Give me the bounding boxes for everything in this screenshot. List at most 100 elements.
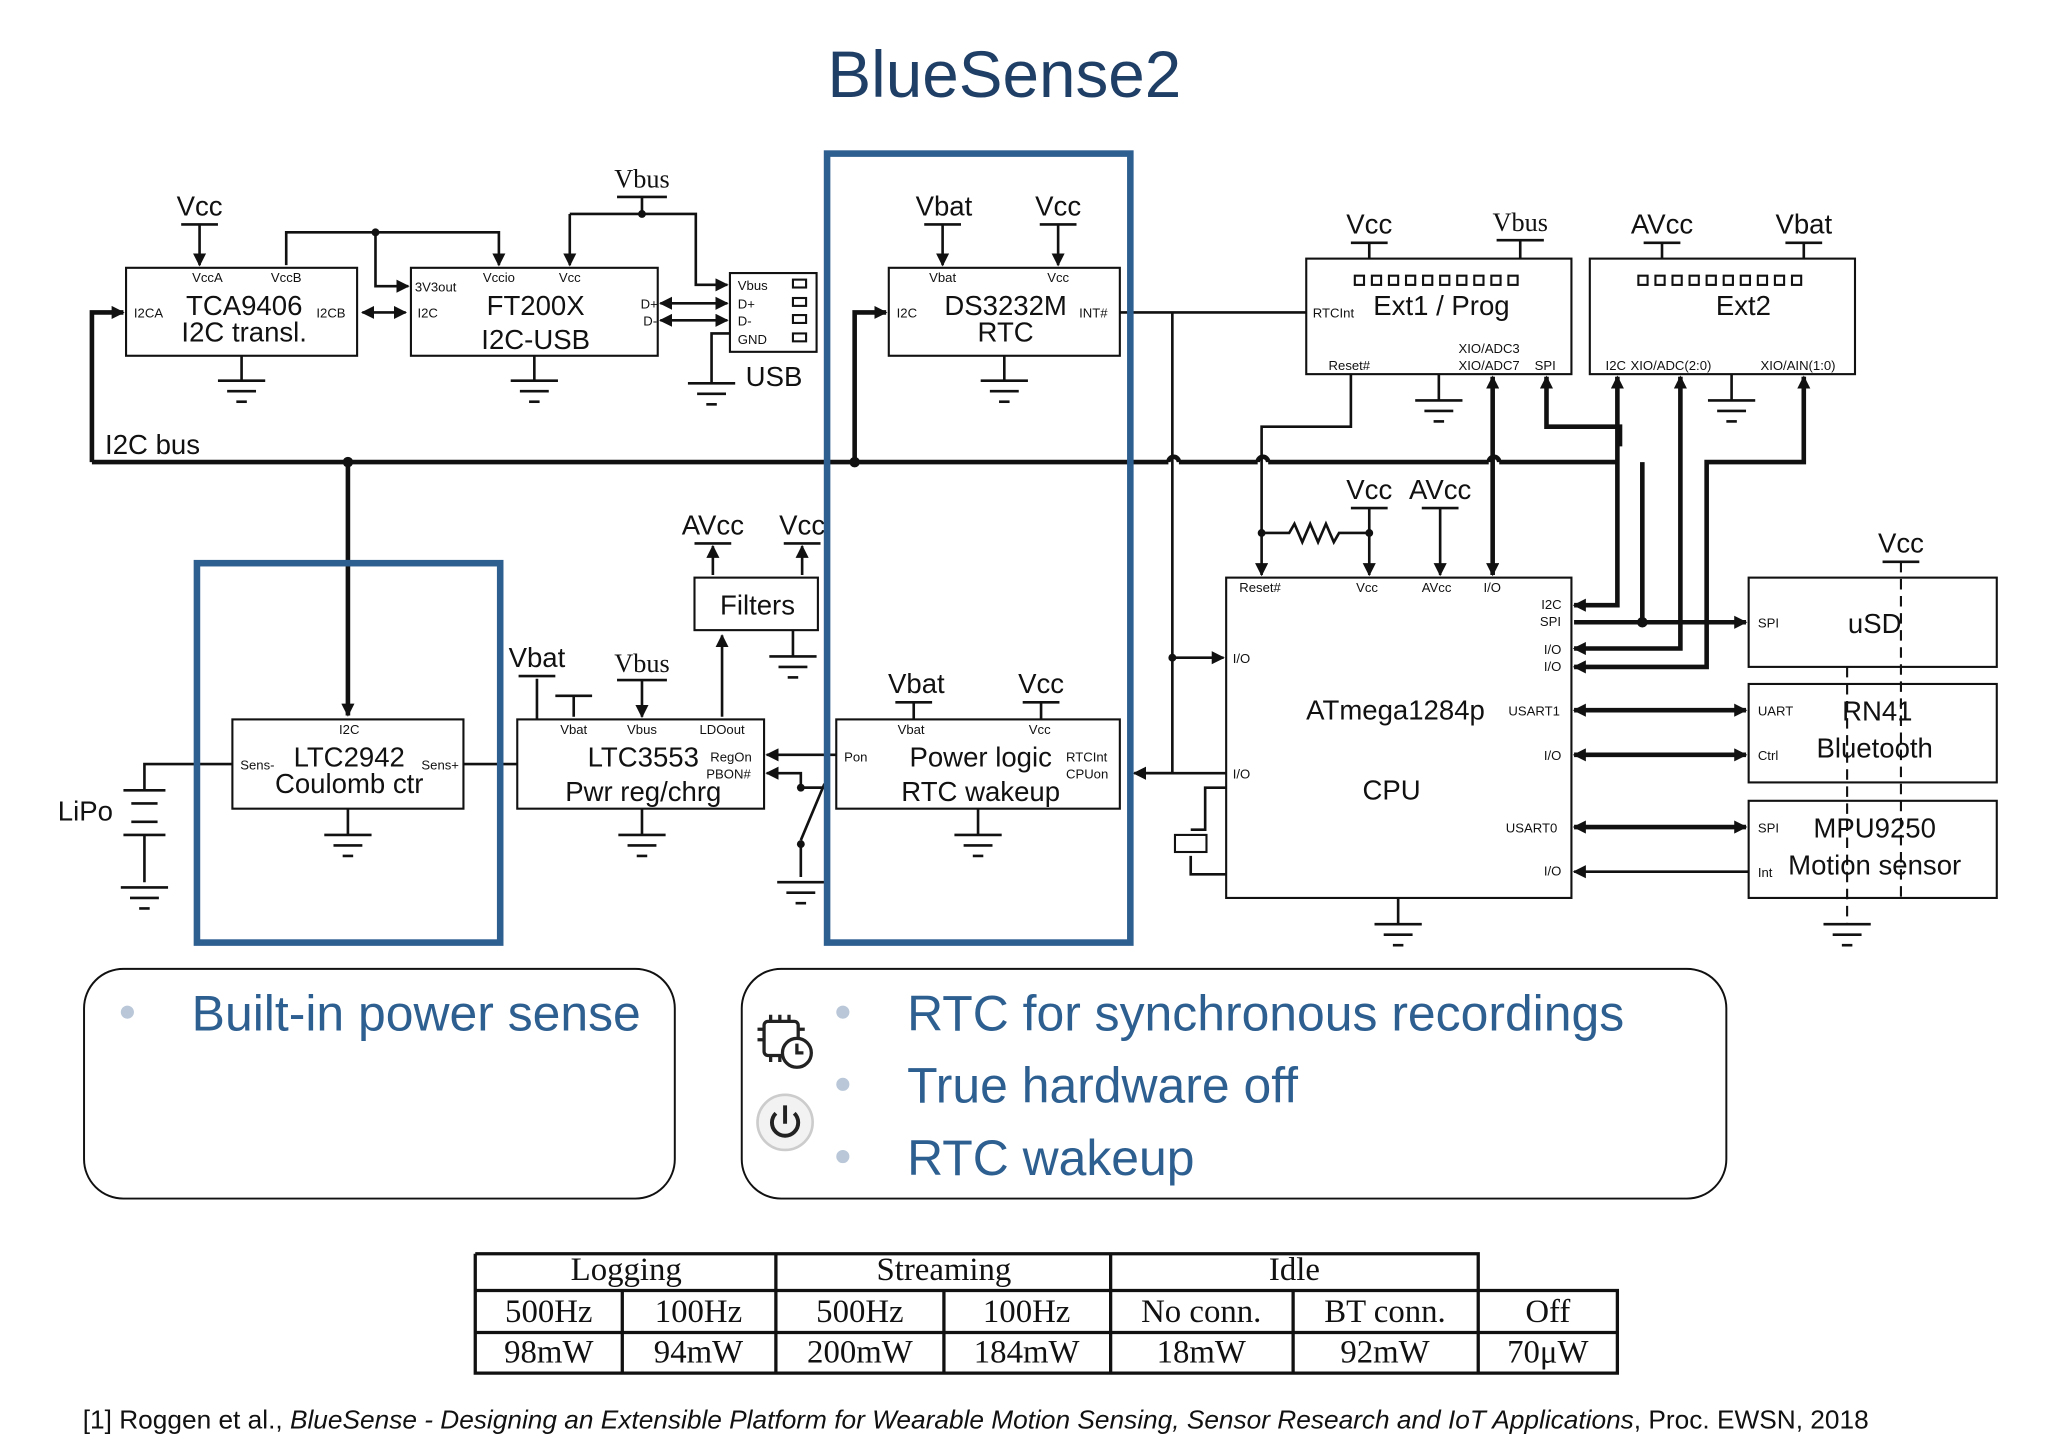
rails-vcc-label: Vcc xyxy=(1346,474,1392,505)
ltc3553-name-label: LTC3553 xyxy=(588,742,699,773)
table-cell-power: 98mW xyxy=(504,1335,593,1371)
ext1-p1-label: RTCInt xyxy=(1313,306,1355,321)
rails-vbus-label: Vbus xyxy=(614,649,669,678)
table-cell-modes: 500Hz xyxy=(505,1294,592,1330)
cpu-sub-label: CPU xyxy=(1362,774,1420,805)
ext1-name-label: Ext1 / Prog xyxy=(1373,290,1509,321)
rails-vcc-label: Vcc xyxy=(1018,668,1064,699)
ltc3553-sub-label: Pwr reg/chrg xyxy=(565,776,721,807)
tca-p1-label: VccA xyxy=(192,270,223,285)
rails-vcc-label: Vcc xyxy=(177,190,223,221)
cpu-p_io-label: I/O xyxy=(1233,766,1250,781)
ltc3553-p3-label: LDOout xyxy=(699,722,745,737)
power-p3-label: Pon xyxy=(844,749,867,764)
rtc-p4-label: INT# xyxy=(1079,306,1108,321)
rails-vcc-label: Vcc xyxy=(1878,528,1924,559)
rails-vcc-label: Vcc xyxy=(1346,209,1392,240)
filters-block: Filters AVcc Vcc xyxy=(682,509,825,679)
ds3232m-rtc-block: Vbat Vcc Vbat Vcc I2C INT# DS3232M RTC xyxy=(849,190,1307,468)
table-cell-power: 70μW xyxy=(1507,1335,1588,1371)
rails-vbus-label: Vbus xyxy=(1493,208,1548,237)
tca-p4-label: I2CB xyxy=(316,306,345,321)
usb-name-label: USB xyxy=(746,361,803,392)
mpu-p1-label: SPI xyxy=(1758,820,1779,835)
mpu9250-motion-sensor-block: SPI Int MPU9250 Motion sensor xyxy=(1747,799,1998,899)
ext2-connector: AVcc Vbat Ext2 I2C XIO/ADC(2:0) XIO/AIN(… xyxy=(1588,209,1857,423)
power-table xyxy=(473,1252,1620,1375)
rails-vcc-label: Vcc xyxy=(1035,190,1081,221)
i2c-bus: I2C bus xyxy=(89,305,1618,717)
table-cell-modes: 100Hz xyxy=(655,1294,742,1330)
rails-vbat-label: Vbat xyxy=(509,642,566,673)
ft-p1-label: 3V3out xyxy=(415,279,457,294)
tca-p2-label: VccB xyxy=(271,270,302,285)
ltc2942-p3-label: Sens+ xyxy=(421,757,459,772)
ext2-p1-label: I2C xyxy=(1606,358,1626,373)
table-cell-power: 92mW xyxy=(1340,1335,1429,1371)
usd-name-label: uSD xyxy=(1848,608,1902,639)
cpu-p_io-label: I/O xyxy=(1544,864,1561,879)
table-group: Logging xyxy=(571,1252,682,1288)
cpu-p_io-label: I/O xyxy=(1544,659,1561,674)
usd-p1-label: SPI xyxy=(1758,616,1779,631)
power-p5-label: CPUon xyxy=(1066,766,1108,781)
ltc3553-p1-label: Vbat xyxy=(560,722,587,737)
tca9406-block: Vcc VccA VccB I2CA I2CB TCA9406 I2C tran… xyxy=(125,190,359,404)
bullets-right-panel: RTC for synchronous recordings True hard… xyxy=(740,967,1728,1200)
ft-p6-label: D- xyxy=(643,314,657,329)
citation: [1] Roggen et al., BlueSense - Designing… xyxy=(83,1404,1869,1434)
bullets_right-2-label: RTC wakeup xyxy=(907,1130,1194,1186)
ltc2942-name-label: LTC2942 xyxy=(294,742,405,773)
mpu-name-label: MPU9250 xyxy=(1813,813,1936,844)
bullets_left-0-label: Built-in power sense xyxy=(192,986,641,1042)
filters-name-label: Filters xyxy=(720,589,795,620)
highlight-power-sense xyxy=(193,559,504,946)
cpu-p_spi-label: SPI xyxy=(1540,614,1561,629)
tca-name-label: TCA9406 xyxy=(186,290,302,321)
usb-p4-label: GND xyxy=(738,332,767,347)
citation-title-label: BlueSense - Designing an Extensible Plat… xyxy=(290,1404,1634,1434)
citation-pre-label: [1] Roggen et al., xyxy=(83,1404,290,1434)
ltc2942-p1-label: I2C xyxy=(339,722,359,737)
ext2-p2-label: XIO/ADC(2:0) xyxy=(1631,358,1712,373)
table-cell-modes: 100Hz xyxy=(983,1294,1070,1330)
rn41-p2-label: Ctrl xyxy=(1758,748,1778,763)
rails-avcc-label: AVcc xyxy=(1409,474,1471,505)
ext2-p3-label: XIO/AIN(1:0) xyxy=(1760,358,1835,373)
bullets_right-1-label: True hardware off xyxy=(907,1058,1298,1114)
rails-vbus-label: Vbus xyxy=(614,165,669,194)
lipo-label: LiPo xyxy=(58,795,113,826)
table-cell-modes: BT conn. xyxy=(1324,1294,1445,1330)
rtc-p1-label: Vbat xyxy=(929,270,956,285)
cpu-p_io-label: I/O xyxy=(1483,580,1500,595)
power-logic-block: Vbat Vcc Pon RTCInt CPUon Power logic RT… xyxy=(835,668,1121,858)
ft-p3-label: Vcc xyxy=(559,270,581,285)
cpu-p_io-label: I/O xyxy=(1233,651,1250,666)
rtc-name-label: DS3232M xyxy=(944,290,1067,321)
table-cell-power: 200mW xyxy=(807,1335,913,1371)
ext1-p3-label: XIO/ADC3 xyxy=(1459,341,1520,356)
power-name-label: Power logic xyxy=(909,742,1052,773)
cpu-p_usart0-label: USART0 xyxy=(1506,820,1557,835)
usb-p3-label: D- xyxy=(738,314,752,329)
ft-name-label: FT200X xyxy=(487,290,585,321)
power-p4-label: RTCInt xyxy=(1066,749,1108,764)
bullets-left-panel: Built-in power sense xyxy=(83,967,676,1200)
ext1-p2-label: Reset# xyxy=(1329,358,1371,373)
ft-p2-label: Vccio xyxy=(483,270,515,285)
ext1-p5-label: SPI xyxy=(1535,358,1556,373)
rails-vbat-label: Vbat xyxy=(1775,209,1832,240)
ltc3553-p4-label: RegOn xyxy=(710,749,752,764)
ft-p4-label: I2C xyxy=(417,306,437,321)
rn41-bluetooth-block: UART Ctrl RN41 Bluetooth xyxy=(1747,682,1998,784)
table-cell-power: 94mW xyxy=(654,1335,743,1371)
table-cell-power: 184mW xyxy=(974,1335,1080,1371)
rtc-p2-label: Vcc xyxy=(1047,270,1069,285)
rails-vbat-label: Vbat xyxy=(916,190,973,221)
ext1-p4-label: XIO/ADC7 xyxy=(1459,358,1520,373)
power-button-icon xyxy=(756,1093,814,1152)
table-cell-modes: Off xyxy=(1525,1294,1570,1330)
cpu-p_io-label: I/O xyxy=(1544,642,1561,657)
ltc2942-coulomb-counter-block: I2C Sens- Sens+ LTC2942 Coulomb ctr LiPo… xyxy=(58,642,566,910)
